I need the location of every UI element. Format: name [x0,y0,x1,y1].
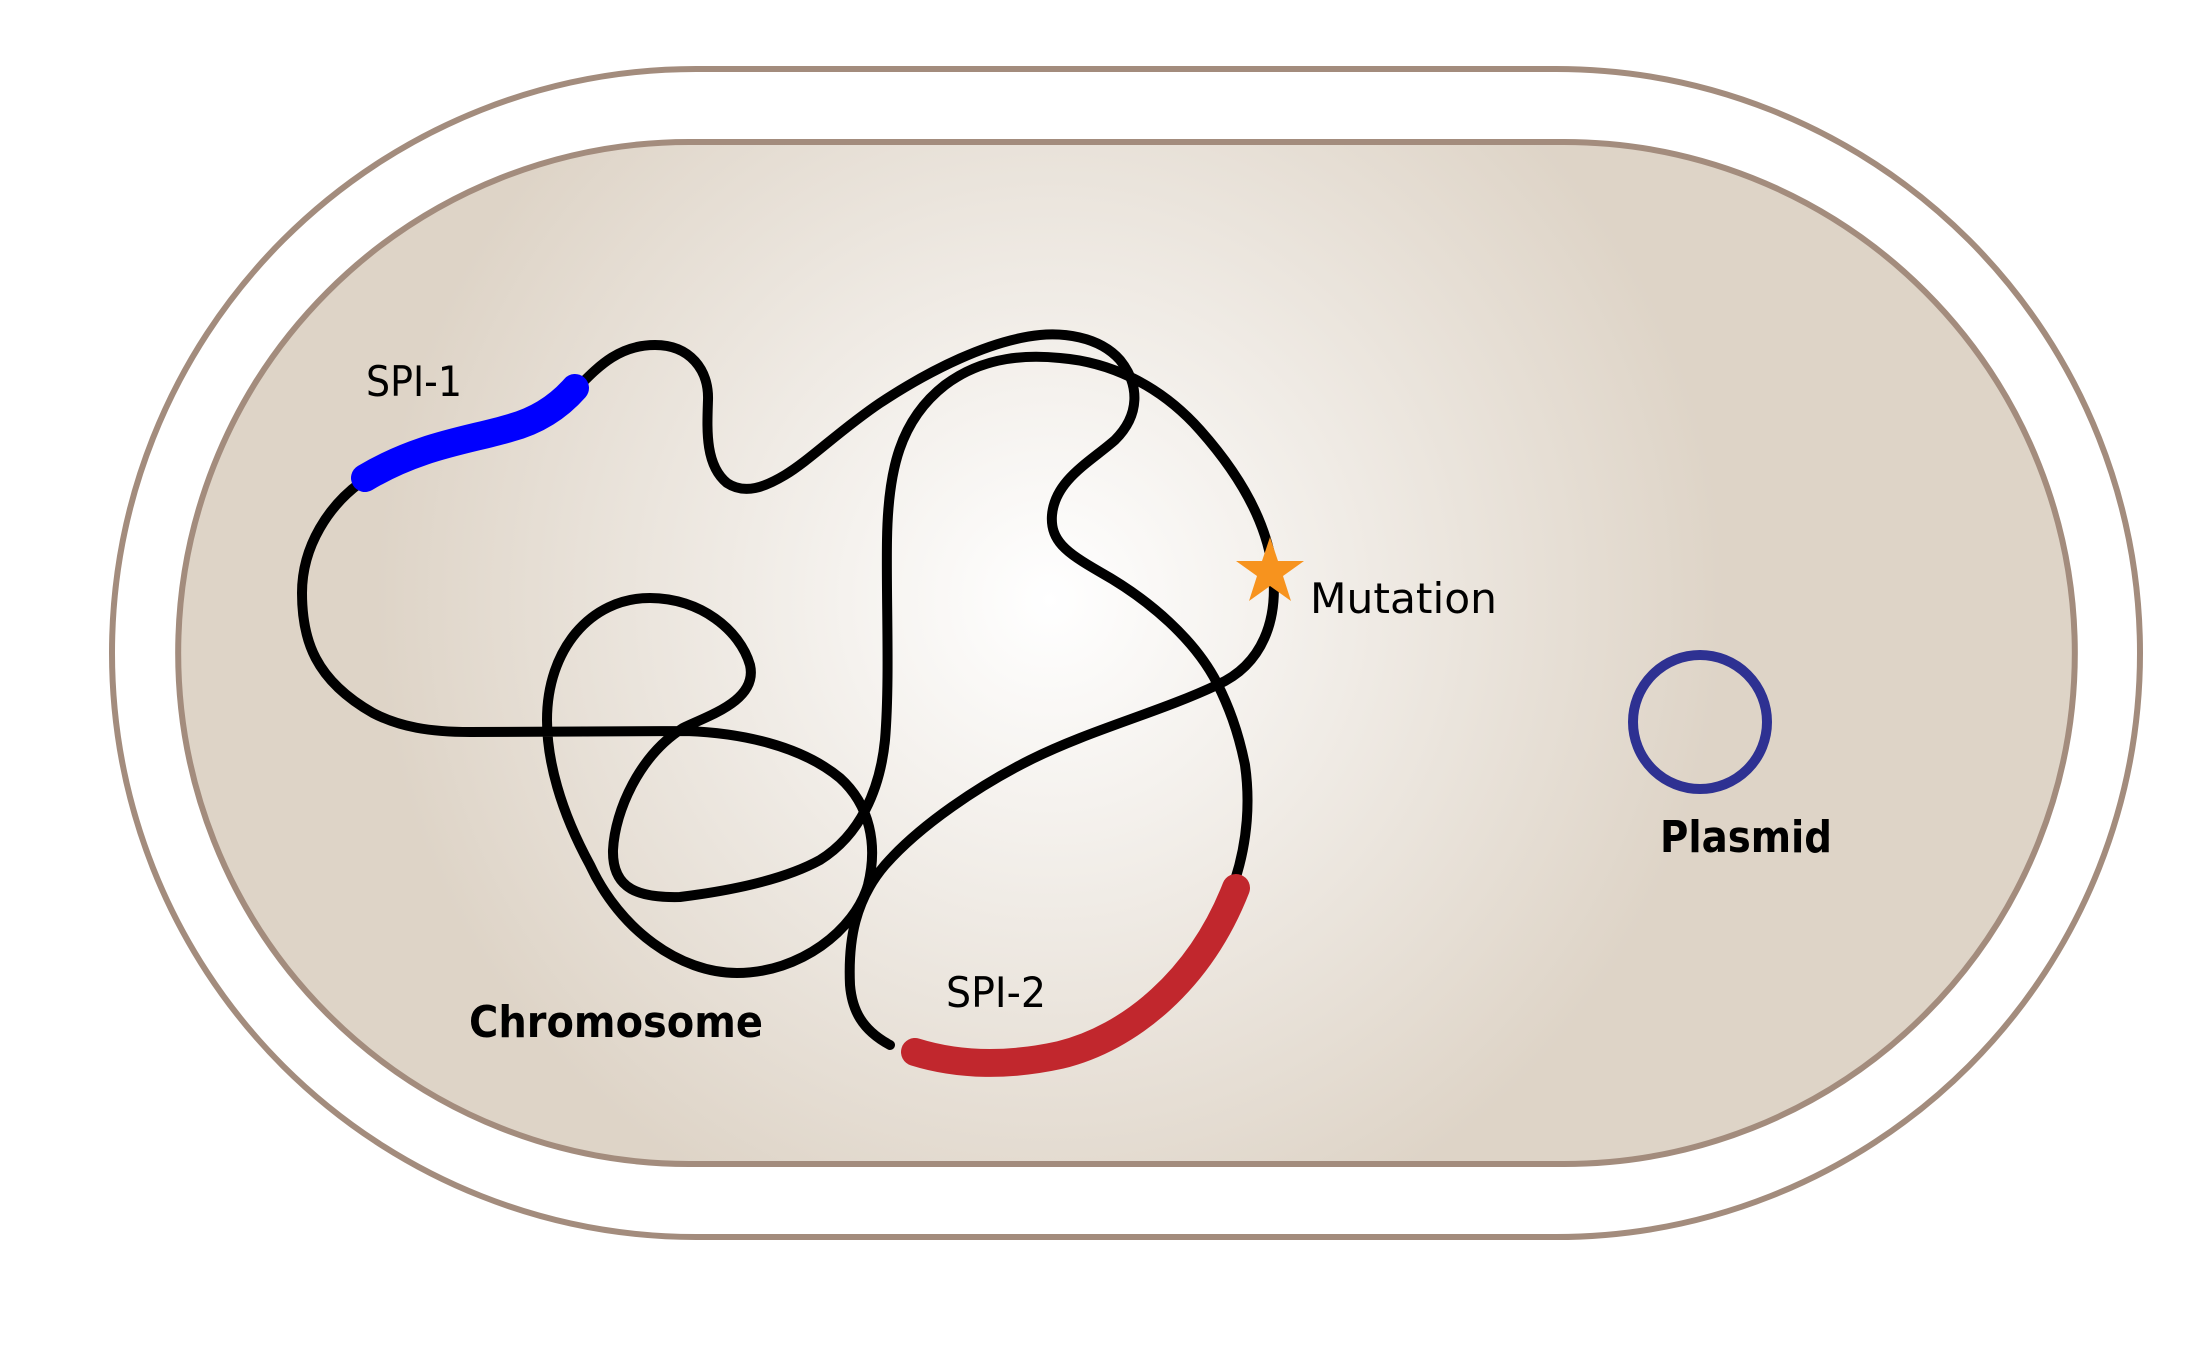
chromosome-label: Chromosome [469,997,763,1048]
spi1-region [351,374,589,492]
plasmid-circle [1628,650,1772,794]
spi1-label: SPI-1 [366,357,462,406]
plasmid-label: Plasmid [1660,812,1832,863]
inner-membrane [175,139,2078,1167]
mutation-label: Mutation [1310,574,1497,623]
spi2-label: SPI-2 [946,968,1046,1017]
spi2-region [901,874,1250,1077]
chromosome-strand-2 [575,329,1253,885]
chromosome-strand [297,351,1279,1050]
outer-membrane [109,66,2143,1240]
mutation-star-icon [1236,537,1304,601]
